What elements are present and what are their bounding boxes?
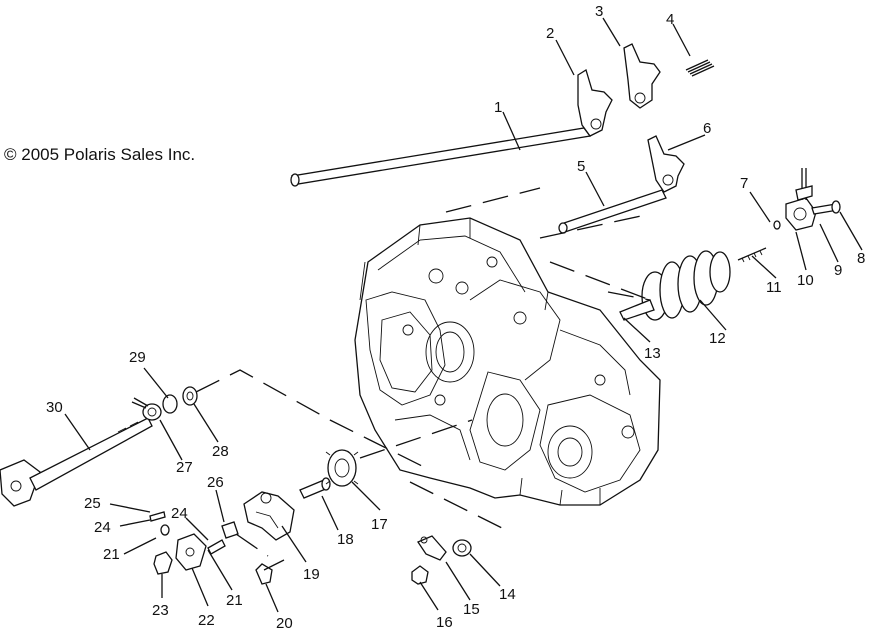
callout-24b: 24 [171,505,188,522]
washer-21 [160,524,170,536]
stopper-arm-22 [175,533,207,571]
gear-17 [325,449,359,487]
washer-28 [182,386,198,406]
crankcase [354,217,661,506]
roller-26 [221,521,239,539]
dowel-pin-11 [737,247,767,263]
pin-7 [773,220,781,230]
callout-13: 13 [644,345,661,362]
spring-4 [685,59,715,77]
callout-24a: 24 [94,519,111,536]
callout-6: 6 [703,120,711,137]
assembly-lines [195,187,651,557]
callout-12: 12 [709,330,726,347]
callout-11: 11 [766,279,782,296]
callout-5: 5 [577,158,585,175]
bolt-8 [811,200,841,215]
callout-16: 16 [436,614,453,631]
callout-19: 19 [303,566,320,583]
bolt-16 [411,565,429,585]
drum-cam-9-10 [785,168,817,231]
leader-lines [64,17,863,613]
spring-27 [131,397,162,421]
shift-drum-12 [619,250,731,321]
callout-17: 17 [371,516,388,533]
shift-rail-5 [558,189,667,234]
nut-23 [153,551,173,575]
shift-fork-3 [623,43,661,109]
bolt-24 [207,539,226,555]
callout-29: 29 [129,349,146,366]
shift-shaft-30 [0,417,153,507]
callout-7: 7 [740,175,748,192]
callout-23: 23 [152,602,169,619]
callout-20: 20 [276,615,293,632]
callout-numbers: 1 2 3 4 5 6 7 8 9 10 11 12 13 14 15 16 1… [46,3,865,632]
shift-fork-2 [577,68,613,137]
callout-21a: 21 [103,546,120,563]
bolt-20 [255,559,285,585]
callout-22: 22 [198,612,215,629]
callout-1: 1 [494,99,502,116]
callout-30: 30 [46,399,63,416]
callout-21b: 21 [226,592,243,609]
callout-10: 10 [797,272,814,289]
stopper-lever-15 [417,535,447,561]
shift-rail-1 [290,127,592,187]
callout-25: 25 [84,495,101,512]
copyright-notice: © 2005 Polaris Sales Inc. [4,145,196,164]
callout-28: 28 [212,443,229,460]
callout-26: 26 [207,474,224,491]
callout-14: 14 [499,586,516,603]
callout-4: 4 [666,11,674,28]
shift-fork-6 [647,135,685,193]
pin-25 [149,511,166,522]
spring-14 [452,539,472,557]
callout-27: 27 [176,459,193,476]
callout-9: 9 [834,262,842,279]
seal-29 [162,394,178,414]
callout-3: 3 [595,3,603,20]
callout-18: 18 [337,531,354,548]
shift-plate-19 [243,491,295,541]
callout-15: 15 [463,601,480,618]
callout-8: 8 [857,250,865,267]
callout-2: 2 [546,25,554,42]
guide-pin-18 [299,477,331,499]
